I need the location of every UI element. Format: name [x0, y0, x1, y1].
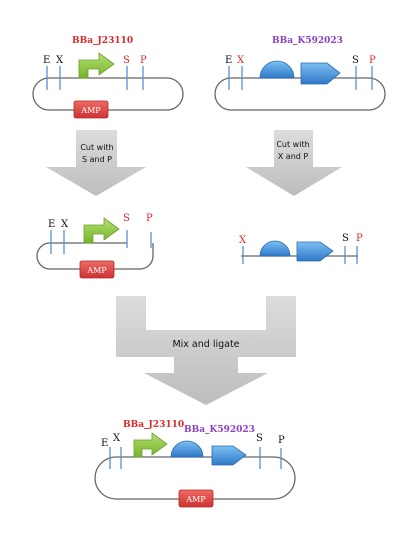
site-p-label: P	[369, 55, 376, 66]
site-s-label: S	[123, 213, 130, 224]
site-e-label: E	[48, 219, 55, 230]
site-p-label: P	[140, 55, 147, 66]
rbs-icon	[170, 440, 204, 458]
coding-sequence-icon	[300, 62, 341, 85]
site-x-label: X	[56, 55, 64, 66]
cut-right-line1: Cut with	[276, 140, 309, 149]
promoter-arrow-icon	[83, 217, 120, 244]
merge-arrow-icon	[116, 296, 296, 405]
site-x-label: X	[237, 55, 245, 66]
rbs-icon	[259, 240, 291, 257]
cut-left-line1: Cut with	[80, 143, 113, 152]
promoter-name-label: BBa_J23110	[72, 36, 133, 46]
plasmid-backbone	[36, 242, 154, 270]
cut-arrow-right: Cut with X and P	[246, 130, 342, 196]
coding-sequence-icon	[211, 445, 247, 466]
amp-label: AMP	[80, 106, 101, 115]
site-x-label: X	[61, 219, 69, 230]
site-s-label: S	[256, 433, 263, 444]
site-e-label: E	[225, 55, 232, 66]
site-x-label: X	[113, 433, 121, 444]
mix-ligate-label: Mix and ligate	[172, 339, 239, 350]
site-s-label: S	[342, 233, 349, 244]
promoter-arrow-icon	[78, 52, 115, 79]
coding-sequence-icon	[296, 241, 334, 262]
plasmid-ligated: E X S P BBa_J23110 BBa_K592023 AMP	[94, 420, 296, 508]
gene-name-label: BBa_K592023	[184, 425, 255, 435]
cut-right-line2: X and P	[278, 152, 309, 161]
site-e-label: E	[43, 55, 50, 66]
amp-label: AMP	[86, 266, 107, 275]
rbs-icon	[259, 60, 295, 79]
plasmid-promoter-cut: E X S P AMP	[36, 213, 154, 279]
site-x-label: X	[239, 235, 247, 246]
gene-name-label: BBa_K592023	[272, 36, 343, 46]
site-p-label: P	[356, 233, 363, 244]
plasmid-promoter-top: E X S P BBa_J23110 AMP	[32, 36, 184, 119]
plasmid-backbone	[214, 77, 386, 111]
plasmid-gene-top: E X S P BBa_K592023	[214, 36, 386, 111]
amp-label: AMP	[185, 495, 206, 504]
down-arrow-icon	[46, 130, 146, 196]
amp-box	[79, 260, 115, 279]
amp-box	[73, 100, 109, 119]
site-e-label: E	[101, 438, 108, 449]
amp-box	[178, 489, 214, 508]
site-s-label: S	[352, 55, 359, 66]
promoter-name-label: BBa_J23110	[123, 420, 184, 430]
cut-left-line2: S and P	[82, 155, 112, 164]
site-p-label: P	[278, 435, 285, 446]
site-s-label: S	[123, 55, 130, 66]
mix-ligate-arrow: Mix and ligate	[116, 296, 296, 405]
site-p-label: P	[146, 213, 153, 224]
promoter-arrow-icon	[133, 432, 168, 458]
cut-arrow-left: Cut with S and P	[46, 130, 146, 196]
down-arrow-icon	[246, 130, 342, 196]
gene-fragment: X S P	[239, 233, 363, 264]
